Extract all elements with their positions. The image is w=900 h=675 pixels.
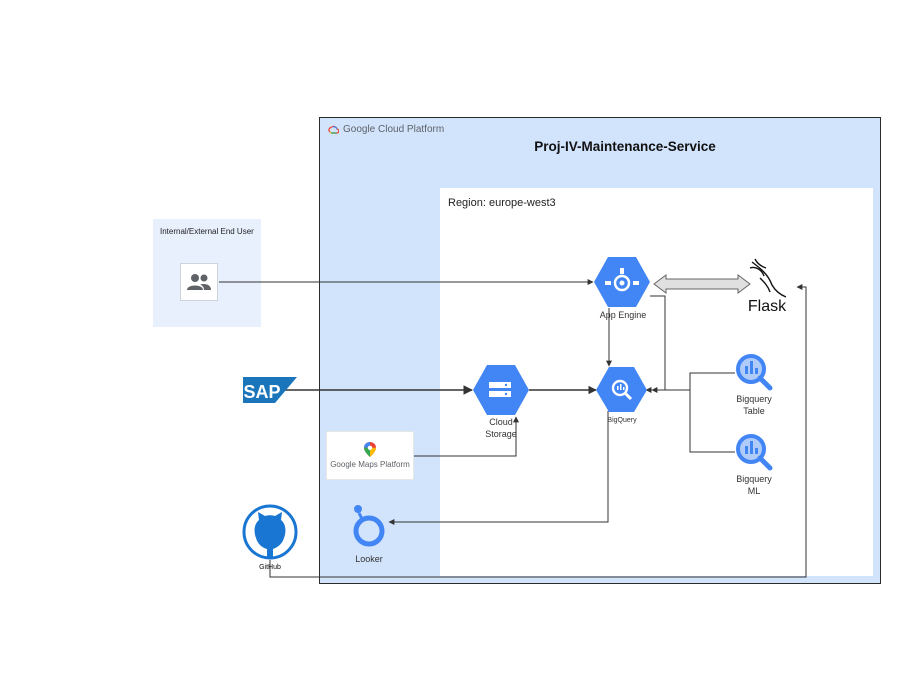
- flask-node[interactable]: Flask: [748, 258, 787, 315]
- github-node[interactable]: GitHub: [242, 504, 298, 571]
- bigquery-table-node[interactable]: [736, 354, 773, 391]
- bigquery-table-label-line2: Table: [743, 406, 765, 416]
- sap-node[interactable]: SAP: [243, 377, 297, 403]
- bigquery-table-label-line1: Bigquery: [736, 394, 772, 404]
- bigquery-label: BigQuery: [607, 417, 637, 424]
- region-prefix: Region:: [448, 197, 486, 209]
- edge-appengine-bigquery-return: [645, 295, 666, 393]
- edge-bqtable-bigquery: [651, 372, 735, 393]
- connectors: [219, 279, 807, 578]
- bigquery-ml-node[interactable]: [736, 434, 773, 471]
- github-label: GitHub: [259, 564, 281, 571]
- bigquery-icon: [736, 354, 773, 391]
- bigquery-node[interactable]: [596, 367, 647, 412]
- flask-logo: [749, 258, 787, 298]
- looker-node[interactable]: Looker: [353, 505, 385, 564]
- github-octocat: [254, 512, 286, 557]
- edge-bqml-bigquery: [689, 390, 735, 453]
- app-engine-icon: [605, 268, 639, 292]
- bigquery-icon: [736, 434, 773, 471]
- appengine-flask-link: [653, 274, 751, 294]
- edge-bigquery-looker: [388, 411, 609, 525]
- bigquery-ml-label-line1: Bigquery: [736, 474, 772, 484]
- looker-icon: [353, 505, 385, 547]
- app-engine-node[interactable]: [594, 257, 650, 307]
- cloud-storage-hexagon: [473, 365, 529, 415]
- map-pin-icon: [364, 442, 376, 457]
- bigquery-ml-label-line2: ML: [748, 486, 761, 496]
- gcp-logo: Google Cloud Platform: [327, 124, 444, 135]
- edge-github-flask: [269, 284, 807, 578]
- diagram-title: Proj-IV-Maintenance-Service: [534, 139, 716, 154]
- google-cloud-icon: [328, 125, 339, 134]
- edge-maps-storage: [414, 416, 519, 457]
- cloud-storage-label-line2: Storage: [485, 429, 517, 439]
- users-icon: [187, 274, 211, 290]
- looker-label: Looker: [355, 554, 383, 564]
- cloud-storage-icon: [489, 382, 511, 397]
- app-engine-label: App Engine: [600, 310, 647, 320]
- bigquery-icon: [611, 379, 633, 401]
- sap-logo: [243, 377, 297, 403]
- end-user-label: Internal/External End User: [160, 227, 254, 236]
- region-label: Region: europe-west3: [448, 197, 556, 209]
- sap-label: SAP: [243, 382, 280, 402]
- region-value: europe-west3: [488, 197, 556, 209]
- gcp-logo-text: Google Cloud Platform: [343, 124, 445, 135]
- google-maps-label: Google Maps Platform: [330, 460, 410, 469]
- cloud-storage-node[interactable]: [473, 365, 529, 415]
- flask-label: Flask: [748, 298, 787, 315]
- cloud-storage-label-line1: Cloud: [489, 417, 513, 427]
- end-user-node[interactable]: [180, 263, 218, 301]
